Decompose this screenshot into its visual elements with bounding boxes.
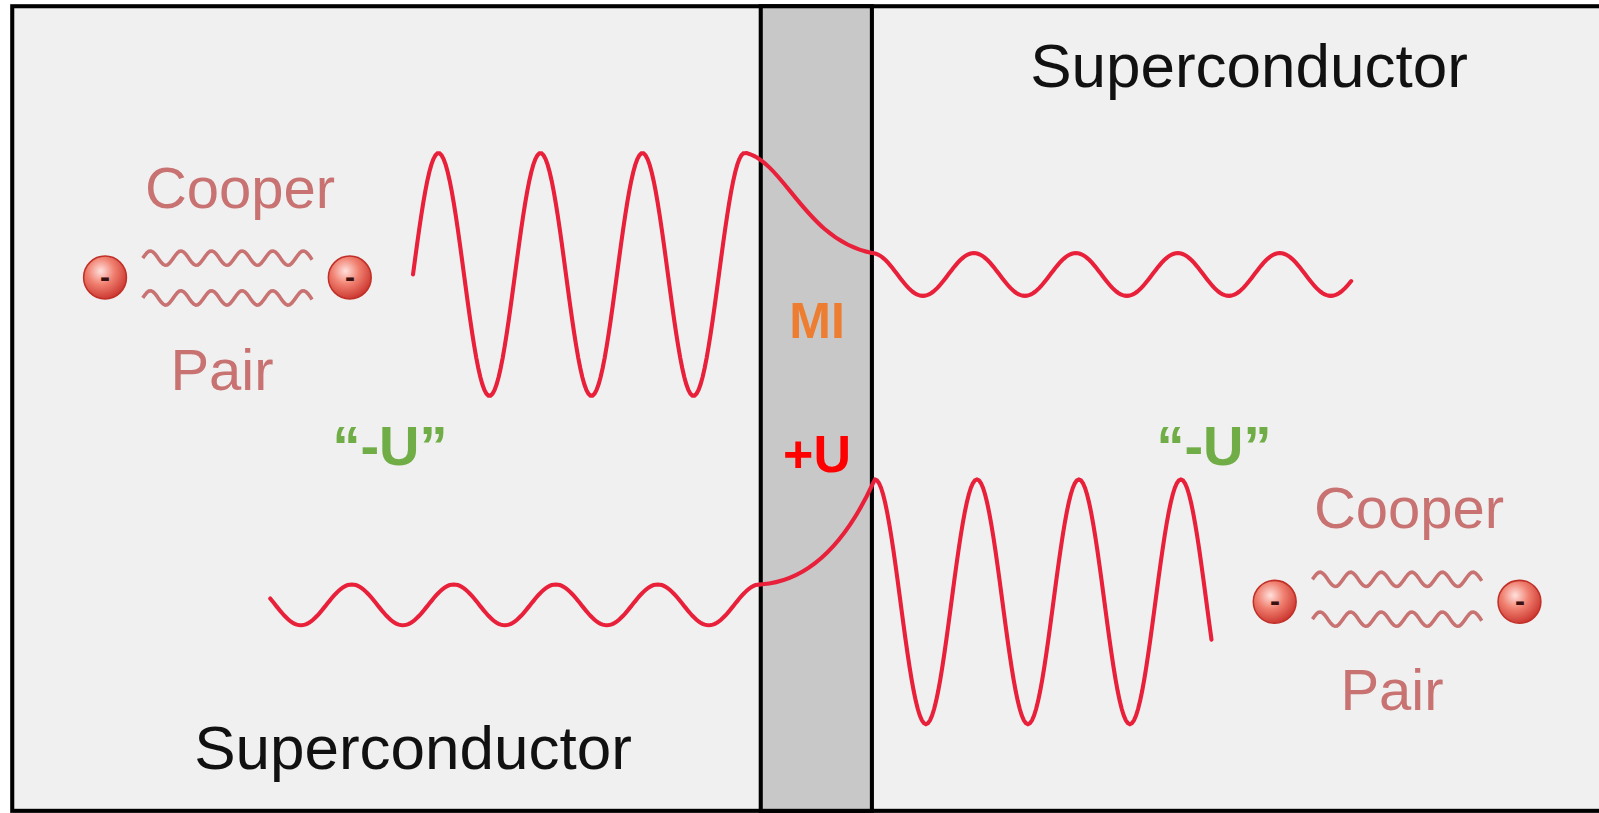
pair-bond [143, 251, 1482, 626]
superconductor-region: Superconductor [874, 8, 1596, 813]
region-title: Superconductor [1030, 35, 1468, 97]
electron-circle [328, 256, 371, 299]
wave-stroke [413, 153, 745, 395]
pair-label: Pair [1340, 661, 1443, 719]
pair-label: Pair [170, 341, 273, 399]
wave-stroke [1312, 572, 1481, 586]
electron-circle [1498, 580, 1541, 623]
wavefunction [270, 153, 1351, 724]
electron-circle [84, 256, 127, 299]
wave-stroke [1312, 612, 1481, 626]
charge-sign: - [1515, 586, 1525, 616]
region-title: Superconductor [194, 717, 632, 779]
wave-stroke [875, 479, 1212, 724]
barrier-energy: +U [783, 428, 851, 480]
interaction-label: “-U” [1156, 418, 1271, 474]
barrier-layer [761, 6, 872, 811]
electron-circle [1253, 580, 1296, 623]
electron [84, 256, 1541, 623]
pair-label: Cooper [145, 159, 335, 217]
charge-sign: - [100, 262, 110, 292]
wave-stroke [760, 481, 874, 584]
charge-sign: - [345, 262, 355, 292]
wave-stroke [872, 253, 1351, 296]
interaction-label: “-U” [332, 418, 447, 474]
barrier-region: MI +U [762, 8, 873, 813]
pair-label: Cooper [1314, 479, 1504, 537]
barrier-label: MI [789, 296, 845, 346]
wave-stroke [143, 251, 312, 265]
superconductor-region: Superconductor [14, 8, 760, 813]
wave-stroke [143, 291, 312, 305]
wave-stroke [270, 584, 759, 625]
outer-frame [12, 6, 1599, 811]
wave-stroke [746, 153, 871, 253]
charge-sign: - [1270, 586, 1280, 616]
